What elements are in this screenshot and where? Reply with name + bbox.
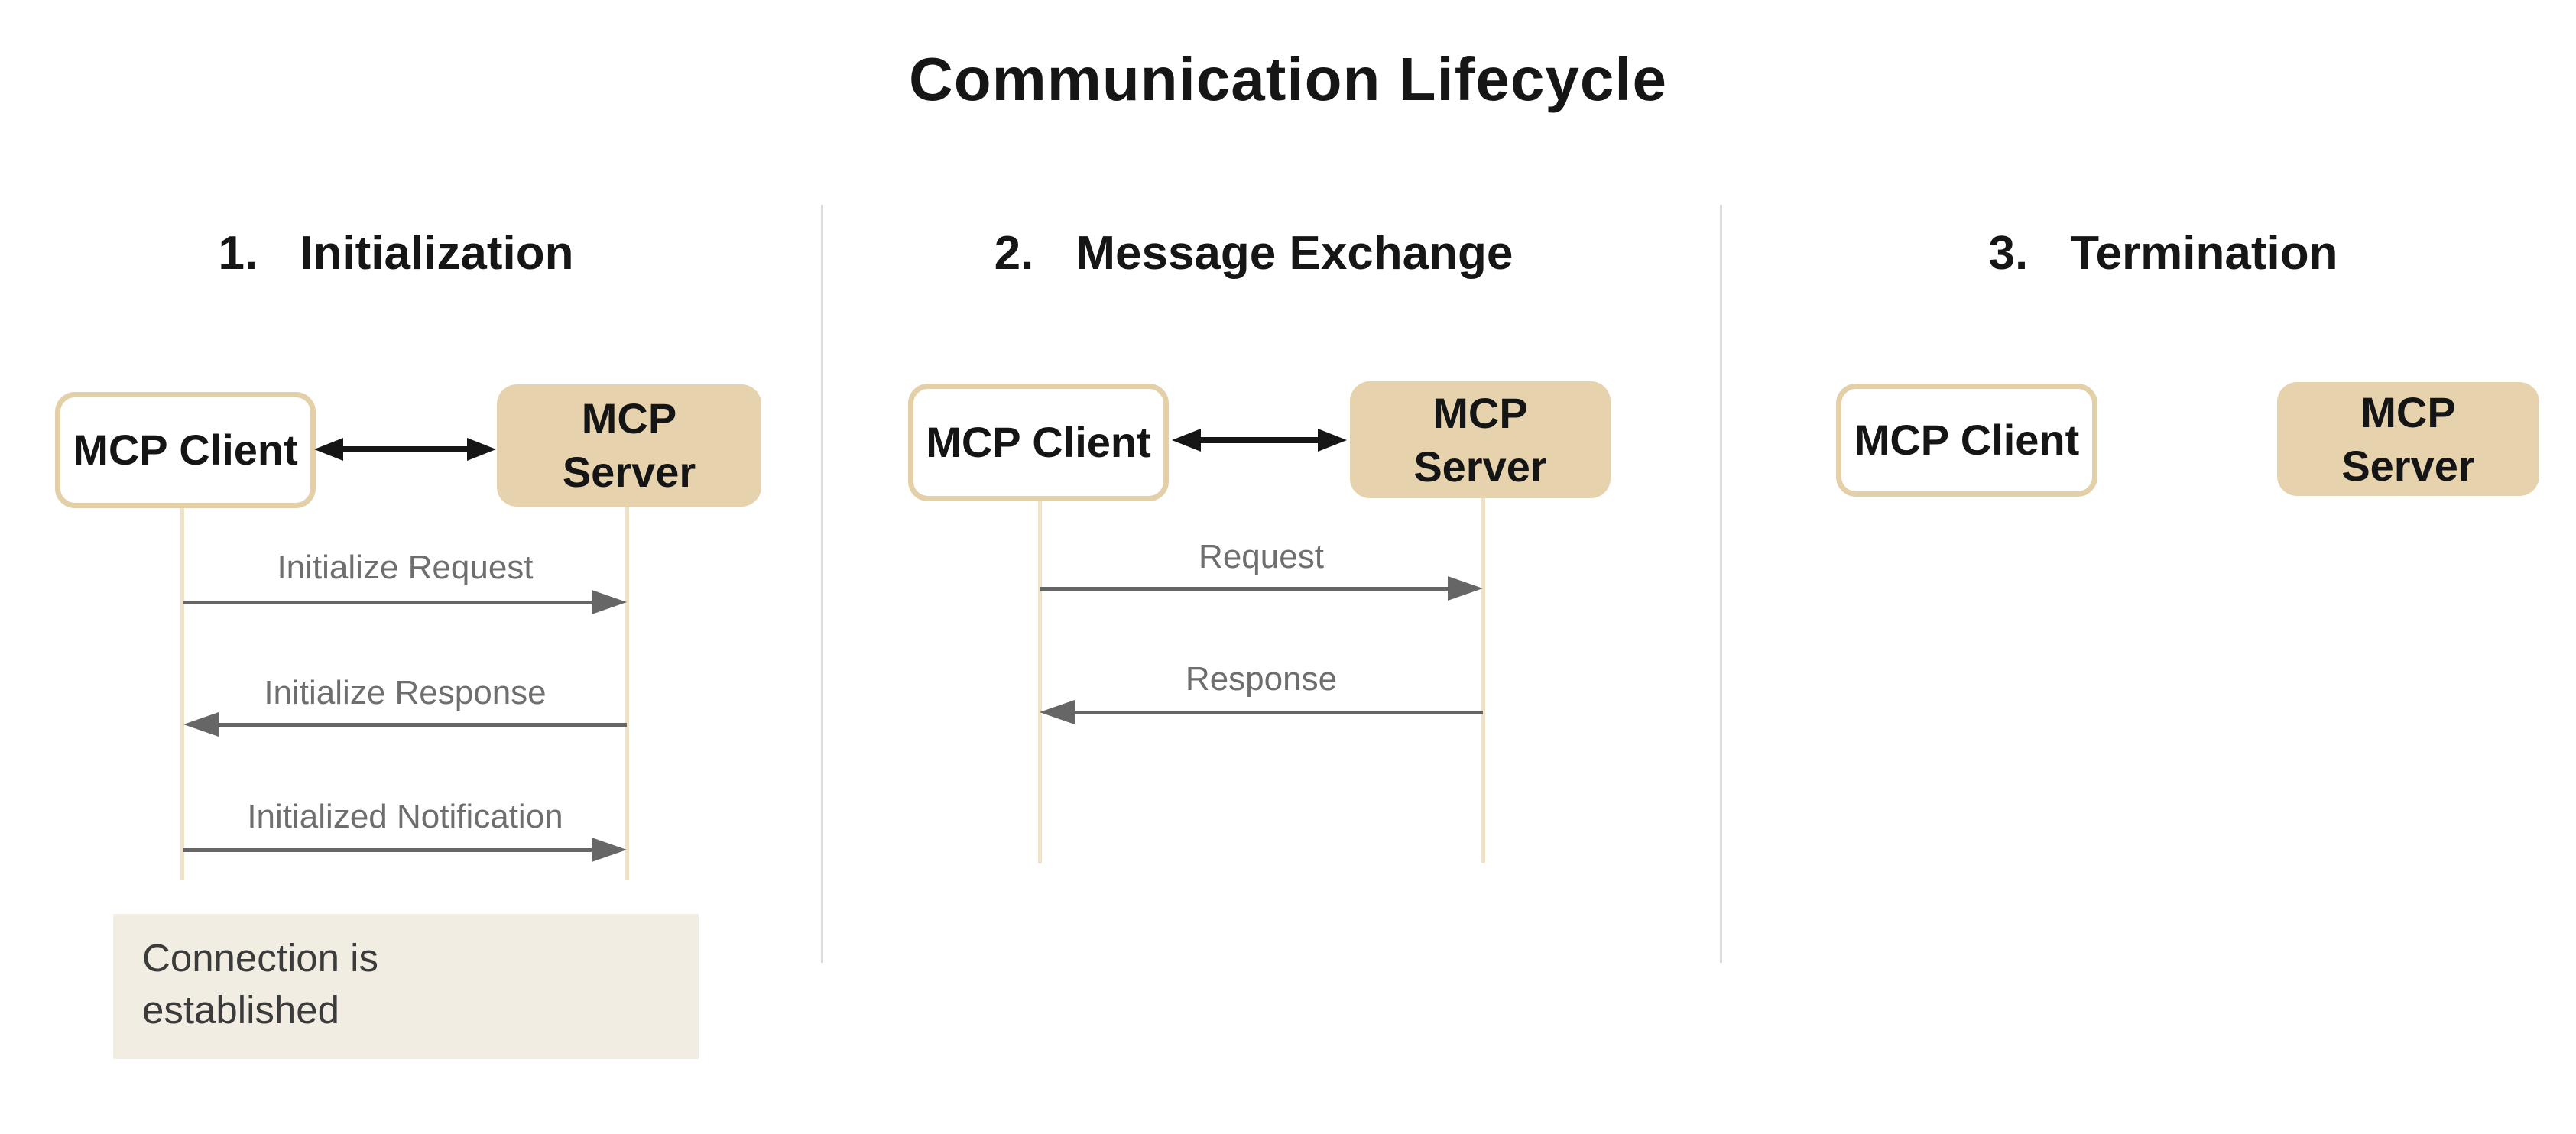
- message-arrow-line-initialize-request: [183, 601, 593, 604]
- vertical-divider-1: [821, 205, 823, 963]
- section-1-number: 1.: [218, 227, 258, 280]
- sync-double-arrow-right-head-2: [1318, 429, 1347, 452]
- section-3-number: 3.: [1988, 227, 2029, 280]
- mcp-client-label: MCP Client: [1854, 416, 2080, 464]
- note-text: Connection is established: [142, 936, 379, 1032]
- message-arrowhead-right-initialize-request: [592, 590, 627, 614]
- message-label-initialize-response: Initialize Response: [264, 674, 547, 711]
- sync-double-arrow-right-head-1: [467, 438, 496, 461]
- sync-double-arrow-line-1: [339, 446, 472, 452]
- message-label-initialize-request: Initialize Request: [277, 549, 534, 586]
- page-title: Communication Lifecycle: [908, 45, 1668, 113]
- mcp-server-label-line2: Server: [1413, 442, 1547, 491]
- message-arrowhead-left-initialize-response: [183, 712, 219, 737]
- note-box-connection-established: Connection is established: [113, 914, 699, 1059]
- server-lifeline-initialization: [625, 507, 629, 880]
- server-lifeline-message-exchange: [1481, 498, 1485, 863]
- sync-double-arrow-left-head-1: [314, 438, 343, 461]
- message-label-request: Request: [1199, 538, 1324, 575]
- sync-double-arrow-line-2: [1196, 437, 1322, 443]
- message-arrow-line-response: [1075, 711, 1483, 714]
- mcp-client-box-initialization: MCP Client: [55, 392, 316, 508]
- client-lifeline-message-exchange: [1038, 501, 1042, 863]
- section-1-heading: 1. Initialization: [219, 226, 574, 280]
- section-1-heading-label: Initialization: [300, 227, 574, 280]
- mcp-server-label-line2: Server: [562, 448, 696, 496]
- mcp-server-box-termination: MCP Server: [2277, 382, 2539, 496]
- mcp-server-box-message-exchange: MCP Server: [1350, 381, 1611, 498]
- mcp-server-label-line1: MCP: [1432, 388, 1528, 437]
- message-arrowhead-left-response: [1040, 700, 1075, 724]
- message-arrow-line-request: [1040, 587, 1449, 591]
- mcp-client-label: MCP Client: [926, 418, 1151, 466]
- section-2-heading: 2. Message Exchange: [994, 226, 1513, 280]
- section-3-heading-label: Termination: [2070, 227, 2338, 280]
- mcp-client-box-message-exchange: MCP Client: [908, 384, 1169, 501]
- mcp-server-label-line1: MCP: [2360, 387, 2456, 436]
- section-3-heading: 3. Termination: [1989, 226, 2338, 280]
- section-2-heading-label: Message Exchange: [1075, 227, 1513, 280]
- message-label-initialized-notification: Initialized Notification: [247, 798, 563, 835]
- mcp-server-box-initialization: MCP Server: [497, 384, 761, 507]
- mcp-server-label-line2: Server: [2341, 441, 2475, 490]
- message-label-response: Response: [1185, 660, 1338, 698]
- mcp-client-label: MCP Client: [73, 426, 298, 474]
- message-arrowhead-right-initialized-notification: [592, 838, 627, 862]
- message-arrow-line-initialized-notification: [183, 848, 593, 852]
- mcp-server-label-line1: MCP: [581, 394, 677, 442]
- message-arrowhead-right-request: [1448, 576, 1483, 601]
- client-lifeline-initialization: [180, 508, 184, 880]
- vertical-divider-2: [1720, 205, 1722, 963]
- sync-double-arrow-left-head-2: [1172, 429, 1201, 452]
- message-arrow-line-initialize-response: [219, 723, 627, 727]
- section-2-number: 2.: [994, 227, 1034, 280]
- mcp-client-box-termination: MCP Client: [1836, 384, 2097, 497]
